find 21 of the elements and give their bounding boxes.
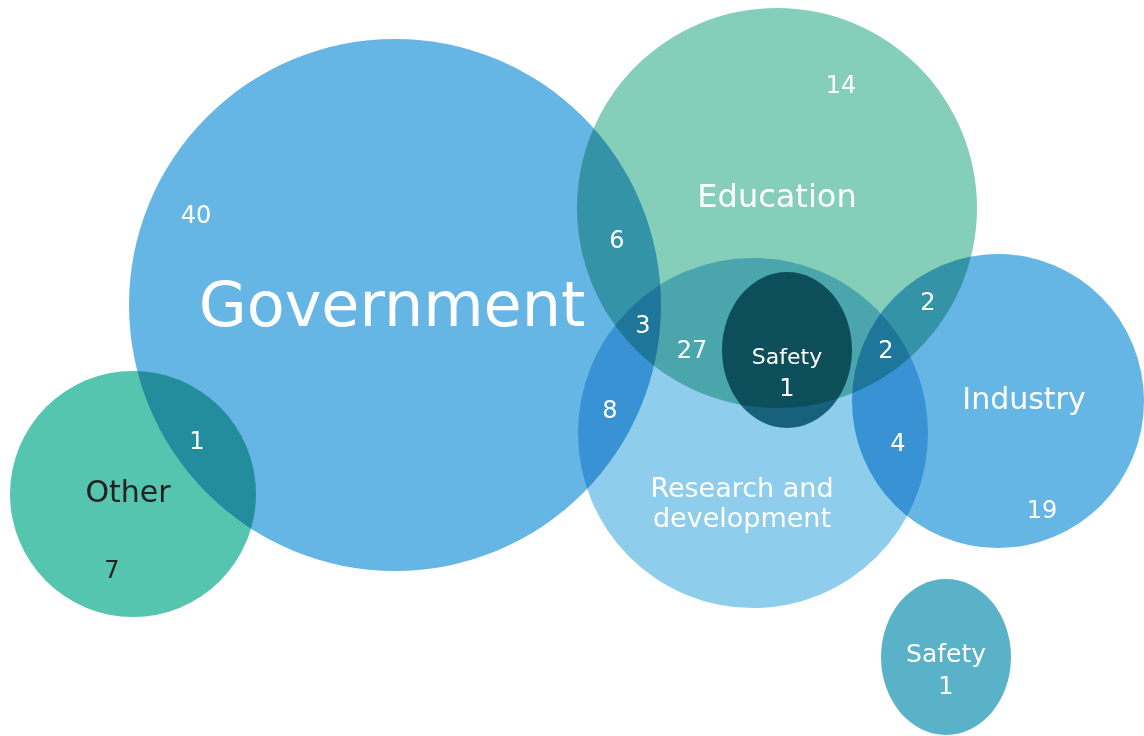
set-label: Government (198, 270, 586, 340)
count-label: 1 (189, 427, 205, 455)
count-label: 8 (602, 396, 618, 424)
set-label: Research and development (649, 473, 835, 533)
count-label: 6 (609, 226, 625, 254)
count-label: 19 (1026, 496, 1058, 524)
set-label: Other (85, 474, 171, 508)
count-label: 40 (180, 201, 212, 229)
set-label: Safety (751, 344, 823, 370)
set-label: Industry (962, 381, 1086, 415)
count-label: 3 (635, 311, 651, 339)
count-label: 7 (104, 556, 120, 584)
count-label: 1 (779, 374, 795, 402)
set-label: Safety (906, 640, 986, 668)
count-label: 2 (878, 336, 894, 364)
count-label: 1 (938, 672, 954, 700)
count-label: 4 (890, 429, 906, 457)
set-label: Education (697, 179, 857, 215)
count-label: 2 (920, 288, 936, 316)
count-label: 14 (825, 71, 857, 99)
count-label: 27 (676, 336, 708, 364)
